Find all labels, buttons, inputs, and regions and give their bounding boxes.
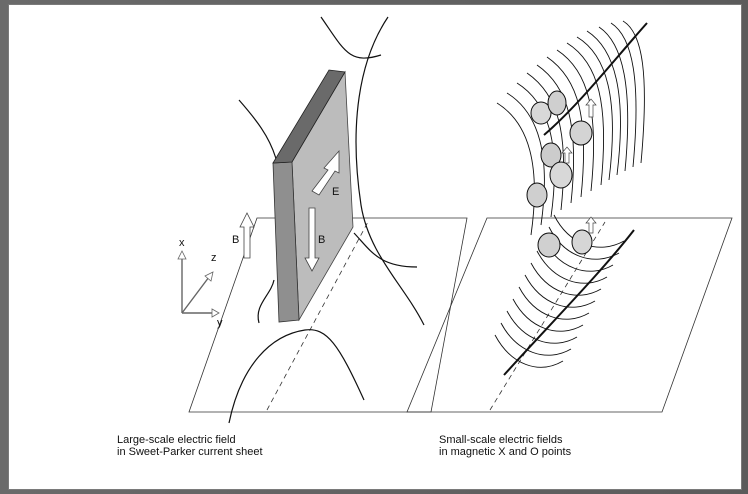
o-point-bubble: [538, 233, 560, 257]
right-caption-line2: in magnetic X and O points: [439, 446, 571, 458]
right-caption-line1: Small-scale electric fields: [439, 434, 571, 446]
field-b-outer-label: B: [232, 234, 239, 246]
small-arrow: [586, 217, 596, 233]
o-point-bubble: [548, 91, 566, 115]
left-caption-line2: in Sweet-Parker current sheet: [117, 446, 263, 458]
small-arrow: [586, 99, 596, 117]
field-e-label: E: [332, 186, 339, 198]
o-point-bubble: [570, 121, 592, 145]
o-point-bubble: [572, 230, 592, 254]
right-ground-plane: [407, 218, 732, 412]
o-point-bubble: [527, 183, 547, 207]
left-field-line-mid-right: [354, 233, 417, 267]
o-point-bubbles: [527, 91, 592, 257]
o-point-bubble: [550, 162, 572, 188]
b-field-outer-arrow: [240, 213, 254, 258]
lower-spine-line: [504, 230, 634, 375]
axis-z-line: [182, 277, 209, 313]
axis-z-label: z: [211, 252, 217, 264]
axis-x-arrowhead: [178, 251, 186, 259]
left-diagram: x z y B E B: [178, 17, 467, 423]
left-field-line-right-top: [356, 17, 424, 325]
left-field-line-upper-right: [321, 17, 381, 58]
right-diagram: [407, 21, 732, 412]
left-field-line-lower-left: [229, 330, 364, 423]
axis-y-arrowhead: [212, 309, 219, 317]
left-caption-line1: Large-scale electric field: [117, 434, 263, 446]
figure-panel: x z y B E B: [9, 5, 741, 489]
right-caption: Small-scale electric fields in magnetic …: [439, 434, 571, 458]
axis-y-label: y: [217, 317, 223, 329]
axis-x-label: x: [179, 237, 185, 249]
lower-field-line-fan: [495, 215, 624, 367]
field-b-inner-label: B: [318, 234, 325, 246]
left-caption: Large-scale electric field in Sweet-Park…: [117, 434, 263, 458]
left-field-line-lower-left-outer: [258, 280, 274, 323]
reconnection-diagram: x z y B E B: [9, 5, 741, 489]
